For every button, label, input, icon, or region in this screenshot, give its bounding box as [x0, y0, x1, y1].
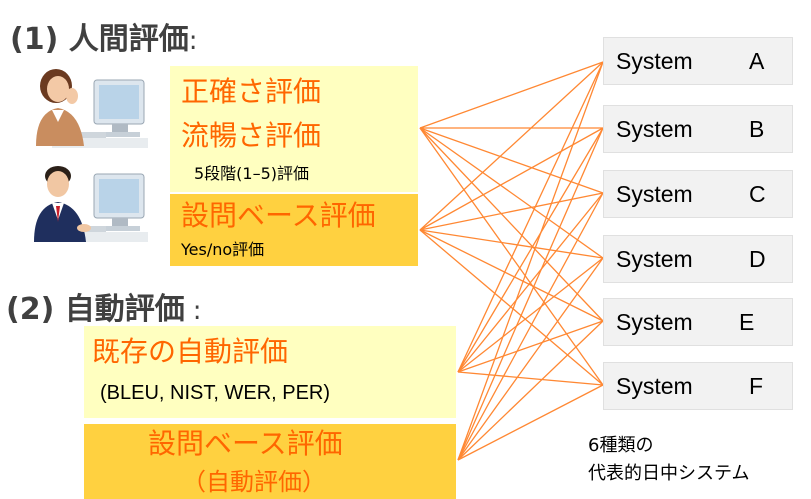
- accuracy-fluency-box: 正確さ評価 流暢さ評価 5段階(1–5)評価: [170, 66, 418, 192]
- connector-auto-existing-to-system-c: [457, 192, 604, 373]
- auto-eval-heading-text: (2) 自動評価: [6, 292, 185, 327]
- existing-auto-eval-label: 既存の自動評価: [92, 335, 289, 368]
- connector-human-question-to-system-a: [419, 61, 604, 231]
- system-d-label: System: [616, 246, 693, 272]
- connector-auto-existing-to-system-b: [457, 127, 604, 373]
- system-e-letter: E: [739, 309, 755, 335]
- system-f-letter: F: [749, 373, 764, 399]
- connector-human-question-to-system-d: [419, 229, 604, 259]
- system-b-box: System B: [603, 105, 793, 153]
- woman-at-computer-icon: [36, 69, 148, 148]
- human-eval-colon: :: [188, 26, 198, 56]
- existing-auto-eval-box: 既存の自動評価 (BLEU, NIST, WER, PER): [84, 326, 456, 418]
- human-eval-heading-text: (1) 人間評価: [10, 22, 189, 57]
- system-d-box: System D: [603, 235, 793, 283]
- question-based-human-eval-box: 設問ベース評価 Yes/no評価: [170, 194, 418, 266]
- system-e-label: System: [616, 309, 693, 335]
- auto-eval-colon: :: [192, 296, 202, 326]
- connector-human-accuracy-to-system-a: [419, 61, 604, 129]
- connector-auto-existing-to-system-d: [457, 257, 604, 373]
- system-c-letter: C: [749, 181, 766, 207]
- yes-no-eval-label: Yes/no評価: [181, 240, 265, 259]
- connector-auto-existing-to-system-e: [457, 320, 604, 373]
- connector-auto-existing-to-system-f: [457, 371, 604, 386]
- system-c-label: System: [616, 181, 693, 207]
- accuracy-eval-label: 正確さ評価: [181, 75, 322, 108]
- question-based-auto-eval-label: 設問ベース評価: [148, 427, 343, 460]
- connector-human-question-to-system-b: [419, 127, 604, 231]
- system-b-label: System: [616, 116, 693, 142]
- system-a-label: System: [616, 48, 693, 74]
- systems-caption-line2: 代表的日中システム: [588, 463, 750, 484]
- system-f-label: System: [616, 373, 693, 399]
- metrics-list-label: (BLEU, NIST, WER, PER): [100, 382, 331, 404]
- system-a-box: System A: [603, 37, 793, 85]
- human-eval-heading: (1) 人間評価:: [10, 14, 198, 58]
- systems-caption: 6種類の 代表的日中システム: [588, 432, 749, 488]
- connector-auto-existing-to-system-a: [457, 61, 604, 373]
- connector-auto-question-to-system-c: [457, 192, 604, 461]
- connector-human-accuracy-to-system-c: [419, 127, 604, 194]
- connector-auto-question-to-system-d: [457, 257, 604, 461]
- connector-auto-question-to-system-f: [457, 384, 604, 461]
- system-e-box: System E: [603, 298, 793, 346]
- system-f-box: System F: [603, 362, 793, 410]
- connector-human-accuracy-to-system-e: [419, 127, 604, 322]
- five-level-eval-label: 5段階(1–5)評価: [194, 164, 310, 183]
- system-d-letter: D: [749, 246, 766, 272]
- auto-eval-heading: (2) 自動評価:: [6, 284, 202, 328]
- system-a-letter: A: [749, 48, 765, 74]
- question-based-auto-eval-box: 設問ベース評価 （自動評価）: [84, 424, 456, 499]
- connector-human-question-to-system-c: [419, 192, 604, 231]
- fluency-eval-label: 流暢さ評価: [181, 119, 322, 152]
- system-b-letter: B: [749, 116, 765, 142]
- man-at-computer-icon: [34, 166, 148, 242]
- systems-caption-line1: 6種類の: [588, 435, 654, 456]
- system-c-box: System C: [603, 170, 793, 218]
- connector-auto-question-to-system-b: [457, 127, 604, 461]
- connector-auto-question-to-system-e: [457, 320, 604, 461]
- connector-auto-question-to-system-a: [457, 61, 604, 461]
- connector-human-question-to-system-e: [419, 229, 604, 322]
- auto-eval-paren-label: （自動評価）: [182, 468, 326, 496]
- connector-human-accuracy-to-system-d: [419, 127, 604, 259]
- question-based-eval-label: 設問ベース評価: [181, 199, 376, 232]
